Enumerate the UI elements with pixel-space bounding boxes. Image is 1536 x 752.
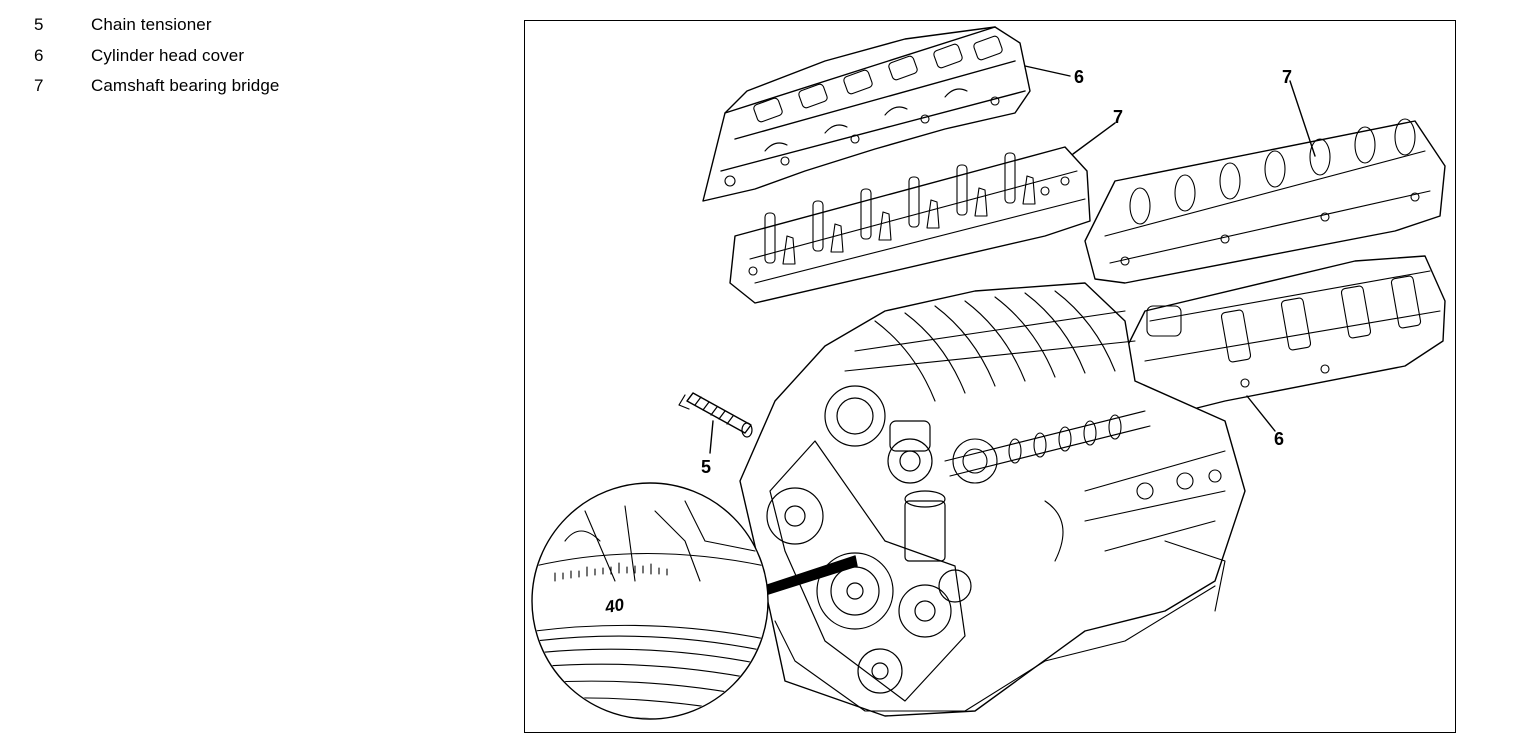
legend-number: 7	[34, 76, 44, 96]
callout-bridge-left: 7	[1113, 107, 1123, 127]
callout-tensioner: 5	[701, 457, 711, 477]
legend-label: Chain tensioner	[91, 15, 212, 35]
callout-cover-right: 6	[1274, 429, 1284, 449]
callout-bridge-right: 7	[1282, 67, 1292, 87]
parts-legend: 5 Chain tensioner 6 Cylinder head cover …	[34, 10, 279, 102]
engine-exploded-diagram: 40 6 7 7 6 5	[524, 20, 1456, 733]
legend-number: 6	[34, 45, 44, 65]
legend-label: Cylinder head cover	[91, 45, 245, 65]
legend-item-chain-tensioner: 5 Chain tensioner	[34, 10, 279, 41]
magnifier-detail: 40	[531, 482, 858, 720]
engine-drawing: 40 6 7 7 6 5	[531, 26, 1446, 720]
legend-item-cylinder-head-cover: 6 Cylinder head cover	[34, 41, 279, 72]
chain-tensioner	[678, 392, 753, 454]
legend-number: 5	[34, 15, 44, 35]
legend-label: Camshaft bearing bridge	[91, 76, 280, 96]
callout-cover-left: 6	[1074, 67, 1084, 87]
engine-block	[739, 282, 1246, 717]
legend-item-camshaft-bearing-bridge: 7 Camshaft bearing bridge	[34, 71, 279, 102]
magnifier-scale-label: 40	[603, 595, 626, 617]
camshaft-bearing-bridge-left	[729, 122, 1116, 304]
camshaft-bearing-bridge-right	[1084, 80, 1446, 284]
cylinder-head-cover-left	[702, 26, 1071, 202]
